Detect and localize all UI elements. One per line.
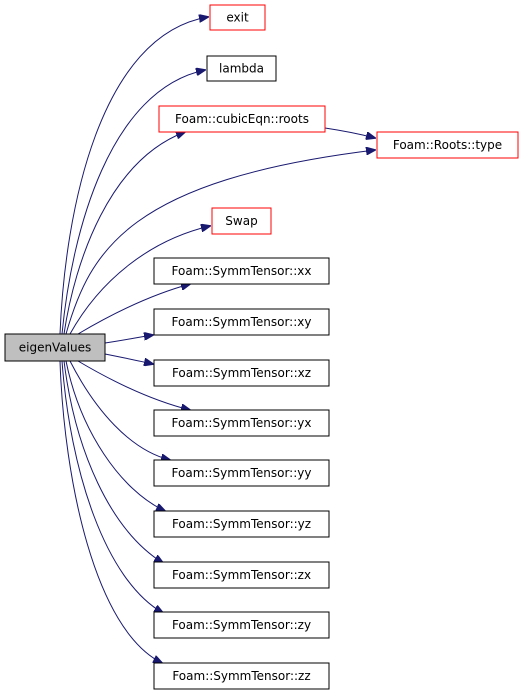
node-box <box>153 359 330 387</box>
edge-eigenValues-to-lambda <box>61 70 205 335</box>
node-box <box>153 409 330 437</box>
node-label: Swap <box>225 214 257 228</box>
node-label: Foam::SymmTensor::zy <box>172 618 311 632</box>
node-cubicEqn_roots[interactable]: Foam::cubicEqn::roots <box>158 105 326 133</box>
node-box <box>153 662 330 690</box>
node-box <box>4 333 106 362</box>
edge-eigenValues-to-zy <box>61 360 163 613</box>
node-box <box>158 105 326 133</box>
edge-eigenValues-to-yz <box>65 360 165 511</box>
edge-cubicEqn_roots-to-Roots_type <box>324 127 375 138</box>
node-label: Foam::SymmTensor::xz <box>172 366 311 380</box>
node-Roots_type[interactable]: Foam::Roots::type <box>376 131 519 159</box>
node-box <box>153 561 330 589</box>
node-box <box>153 510 330 538</box>
node-Swap[interactable]: Swap <box>211 207 272 235</box>
node-box <box>153 459 330 487</box>
edge-eigenValues-to-yy <box>69 360 170 460</box>
edge-eigenValues-to-zz <box>59 360 162 663</box>
node-zx[interactable]: Foam::SymmTensor::zx <box>153 561 330 589</box>
node-label: Foam::SymmTensor::xy <box>172 315 312 329</box>
node-box <box>206 55 277 82</box>
node-label: Foam::SymmTensor::zx <box>172 568 311 582</box>
node-label: exit <box>226 11 249 25</box>
edge-eigenValues-to-zx <box>63 360 163 563</box>
node-label: Foam::cubicEqn::roots <box>175 112 309 126</box>
edge-eigenValues-to-exit <box>59 17 208 335</box>
edge-eigenValues-to-xx <box>77 284 190 335</box>
node-xz[interactable]: Foam::SymmTensor::xz <box>153 359 330 387</box>
node-box <box>153 308 330 336</box>
node-label: eigenValues <box>19 341 92 355</box>
node-box <box>211 207 272 235</box>
node-label: lambda <box>219 62 264 76</box>
node-yz[interactable]: Foam::SymmTensor::yz <box>153 510 330 538</box>
node-zz[interactable]: Foam::SymmTensor::zz <box>153 662 330 690</box>
node-yy[interactable]: Foam::SymmTensor::yy <box>153 459 330 487</box>
edge-eigenValues-to-cubicEqn_roots <box>63 132 185 335</box>
edge-eigenValues-to-Swap <box>69 226 210 335</box>
node-label: Foam::SymmTensor::yx <box>172 416 312 430</box>
node-exit[interactable]: exit <box>209 4 266 31</box>
node-xx[interactable]: Foam::SymmTensor::xx <box>153 257 330 285</box>
node-label: Foam::SymmTensor::yz <box>172 517 311 531</box>
node-label: Foam::SymmTensor::yy <box>172 466 312 480</box>
node-box <box>153 257 330 285</box>
node-label: Foam::Roots::type <box>393 138 502 152</box>
node-label: Foam::SymmTensor::zz <box>172 669 310 683</box>
edge-eigenValues-to-xy <box>104 335 153 344</box>
node-yx[interactable]: Foam::SymmTensor::yx <box>153 409 330 437</box>
node-zy[interactable]: Foam::SymmTensor::zy <box>153 611 330 639</box>
node-label: Foam::SymmTensor::xx <box>172 264 312 278</box>
node-box <box>376 131 519 159</box>
node-xy[interactable]: Foam::SymmTensor::xy <box>153 308 330 336</box>
node-eigenValues[interactable]: eigenValues <box>4 333 106 362</box>
node-lambda[interactable]: lambda <box>206 55 277 82</box>
node-box <box>153 611 330 639</box>
edge-eigenValues-to-yx <box>77 360 190 410</box>
edge-eigenValues-to-Roots_type <box>65 150 375 335</box>
node-box <box>209 4 266 31</box>
edge-eigenValues-to-xz <box>104 353 153 364</box>
